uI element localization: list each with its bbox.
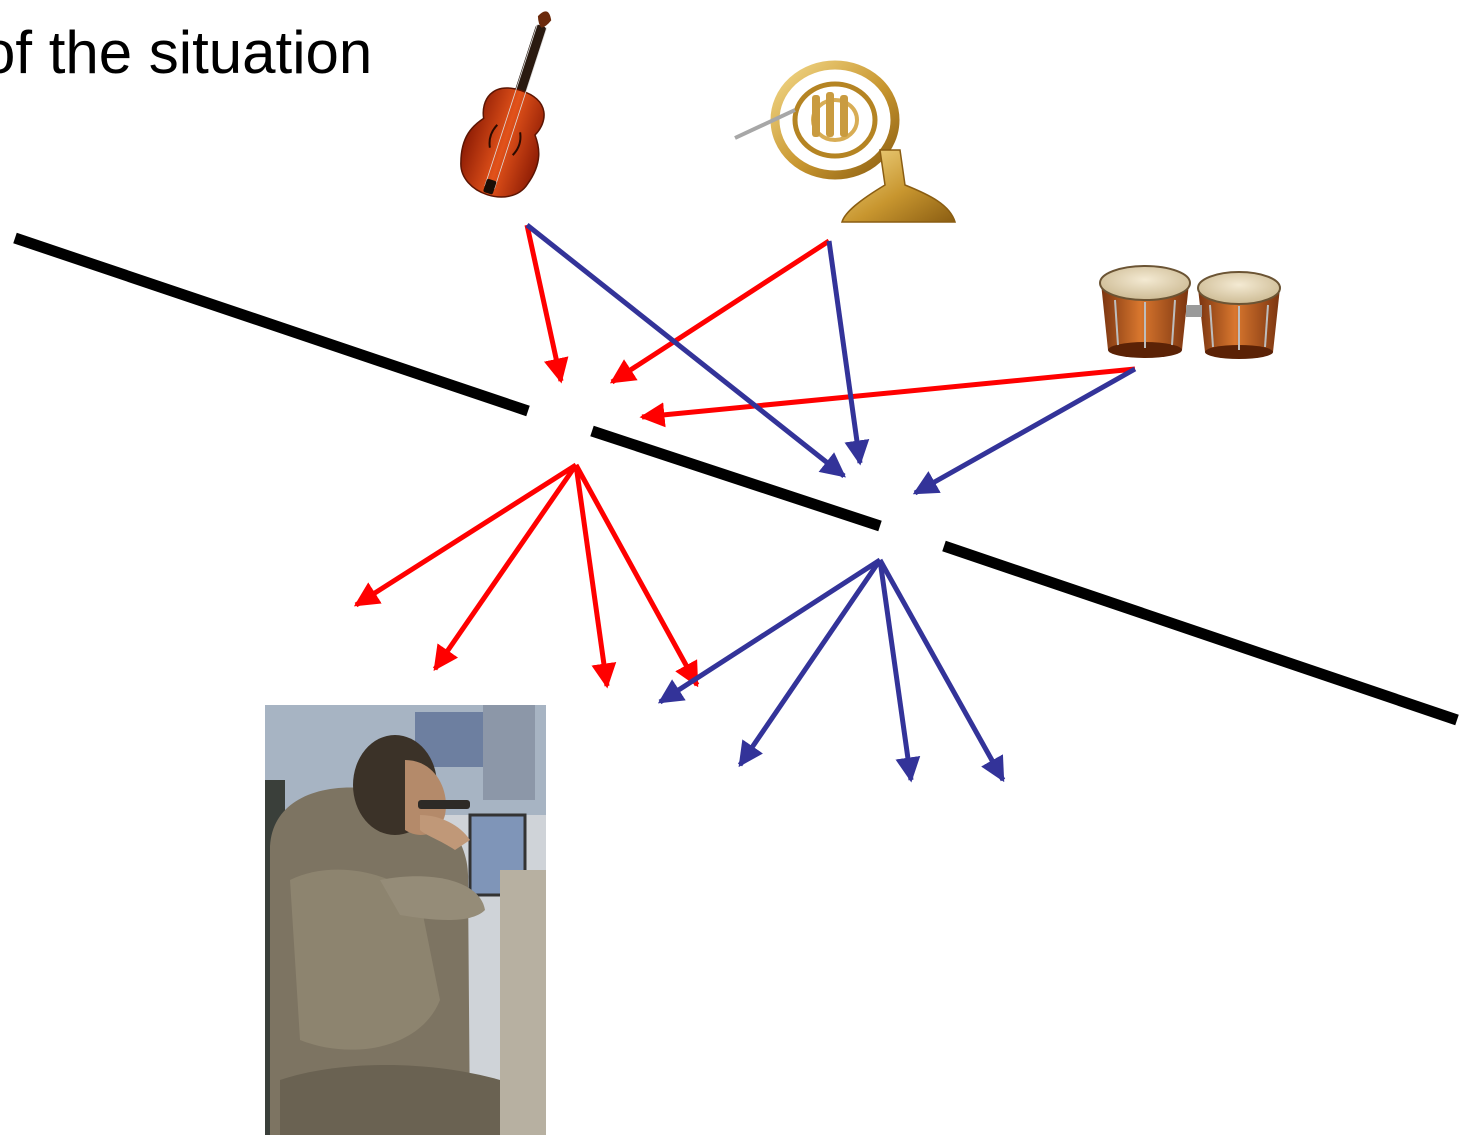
gap2-out-arrow-4 xyxy=(877,558,1006,783)
gap2-out-arrow-3 xyxy=(877,559,921,783)
violin-to-gap1-arrow xyxy=(524,224,569,384)
gap1-out-arrow-3 xyxy=(573,464,617,689)
slide-title: of the situation xyxy=(0,19,373,86)
gap1-out-arrow-1 xyxy=(353,462,578,608)
gap2-out-arrow-1 xyxy=(657,557,882,705)
bongo-to-gap2-arrow xyxy=(912,366,1137,496)
violin-to-gap2-arrow xyxy=(525,223,846,478)
violin-icon xyxy=(460,11,552,198)
barrier xyxy=(13,232,1459,726)
barrier-segment-left xyxy=(13,232,530,417)
gap2-out-arrow-2 xyxy=(737,558,883,768)
bongo-to-gap1-arrow xyxy=(639,366,1136,428)
barrier-segment-middle xyxy=(590,425,882,532)
french-horn-icon xyxy=(734,60,957,223)
blue-wave-paths xyxy=(525,223,1137,783)
horn-to-gap2-arrow xyxy=(826,240,870,466)
barrier-segment-right xyxy=(942,540,1459,726)
bongo-drums-icon xyxy=(1099,265,1281,359)
gap1-out-arrow-2 xyxy=(432,463,579,672)
red-wave-paths xyxy=(353,224,1136,689)
gap1-out-arrow-4 xyxy=(573,463,700,688)
listener-photo xyxy=(265,705,546,1135)
horn-to-gap1-arrow xyxy=(609,238,831,385)
